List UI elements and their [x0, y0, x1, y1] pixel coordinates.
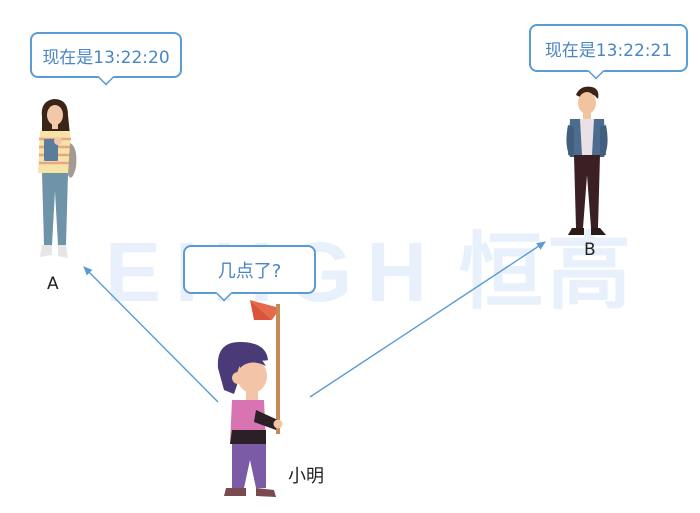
xiaoming-illustration: [217, 300, 283, 497]
speech-bubble-a: 现在是13:22:20: [30, 32, 182, 78]
arrow-to-a: [83, 266, 219, 403]
speech-bubble-b: 现在是13:22:21: [529, 24, 688, 72]
arrow-to-b: [309, 241, 546, 398]
label-b: B: [584, 240, 596, 260]
label-a: A: [47, 274, 59, 294]
speech-bubble-xiaoming: 几点了?: [183, 245, 316, 294]
person-a-illustration: [38, 99, 77, 258]
label-xiaoming: 小明: [288, 466, 324, 487]
watermark: EHIGH恒高: [105, 205, 635, 326]
person-b-illustration: [566, 86, 608, 235]
watermark-chinese: 恒高: [459, 223, 636, 321]
